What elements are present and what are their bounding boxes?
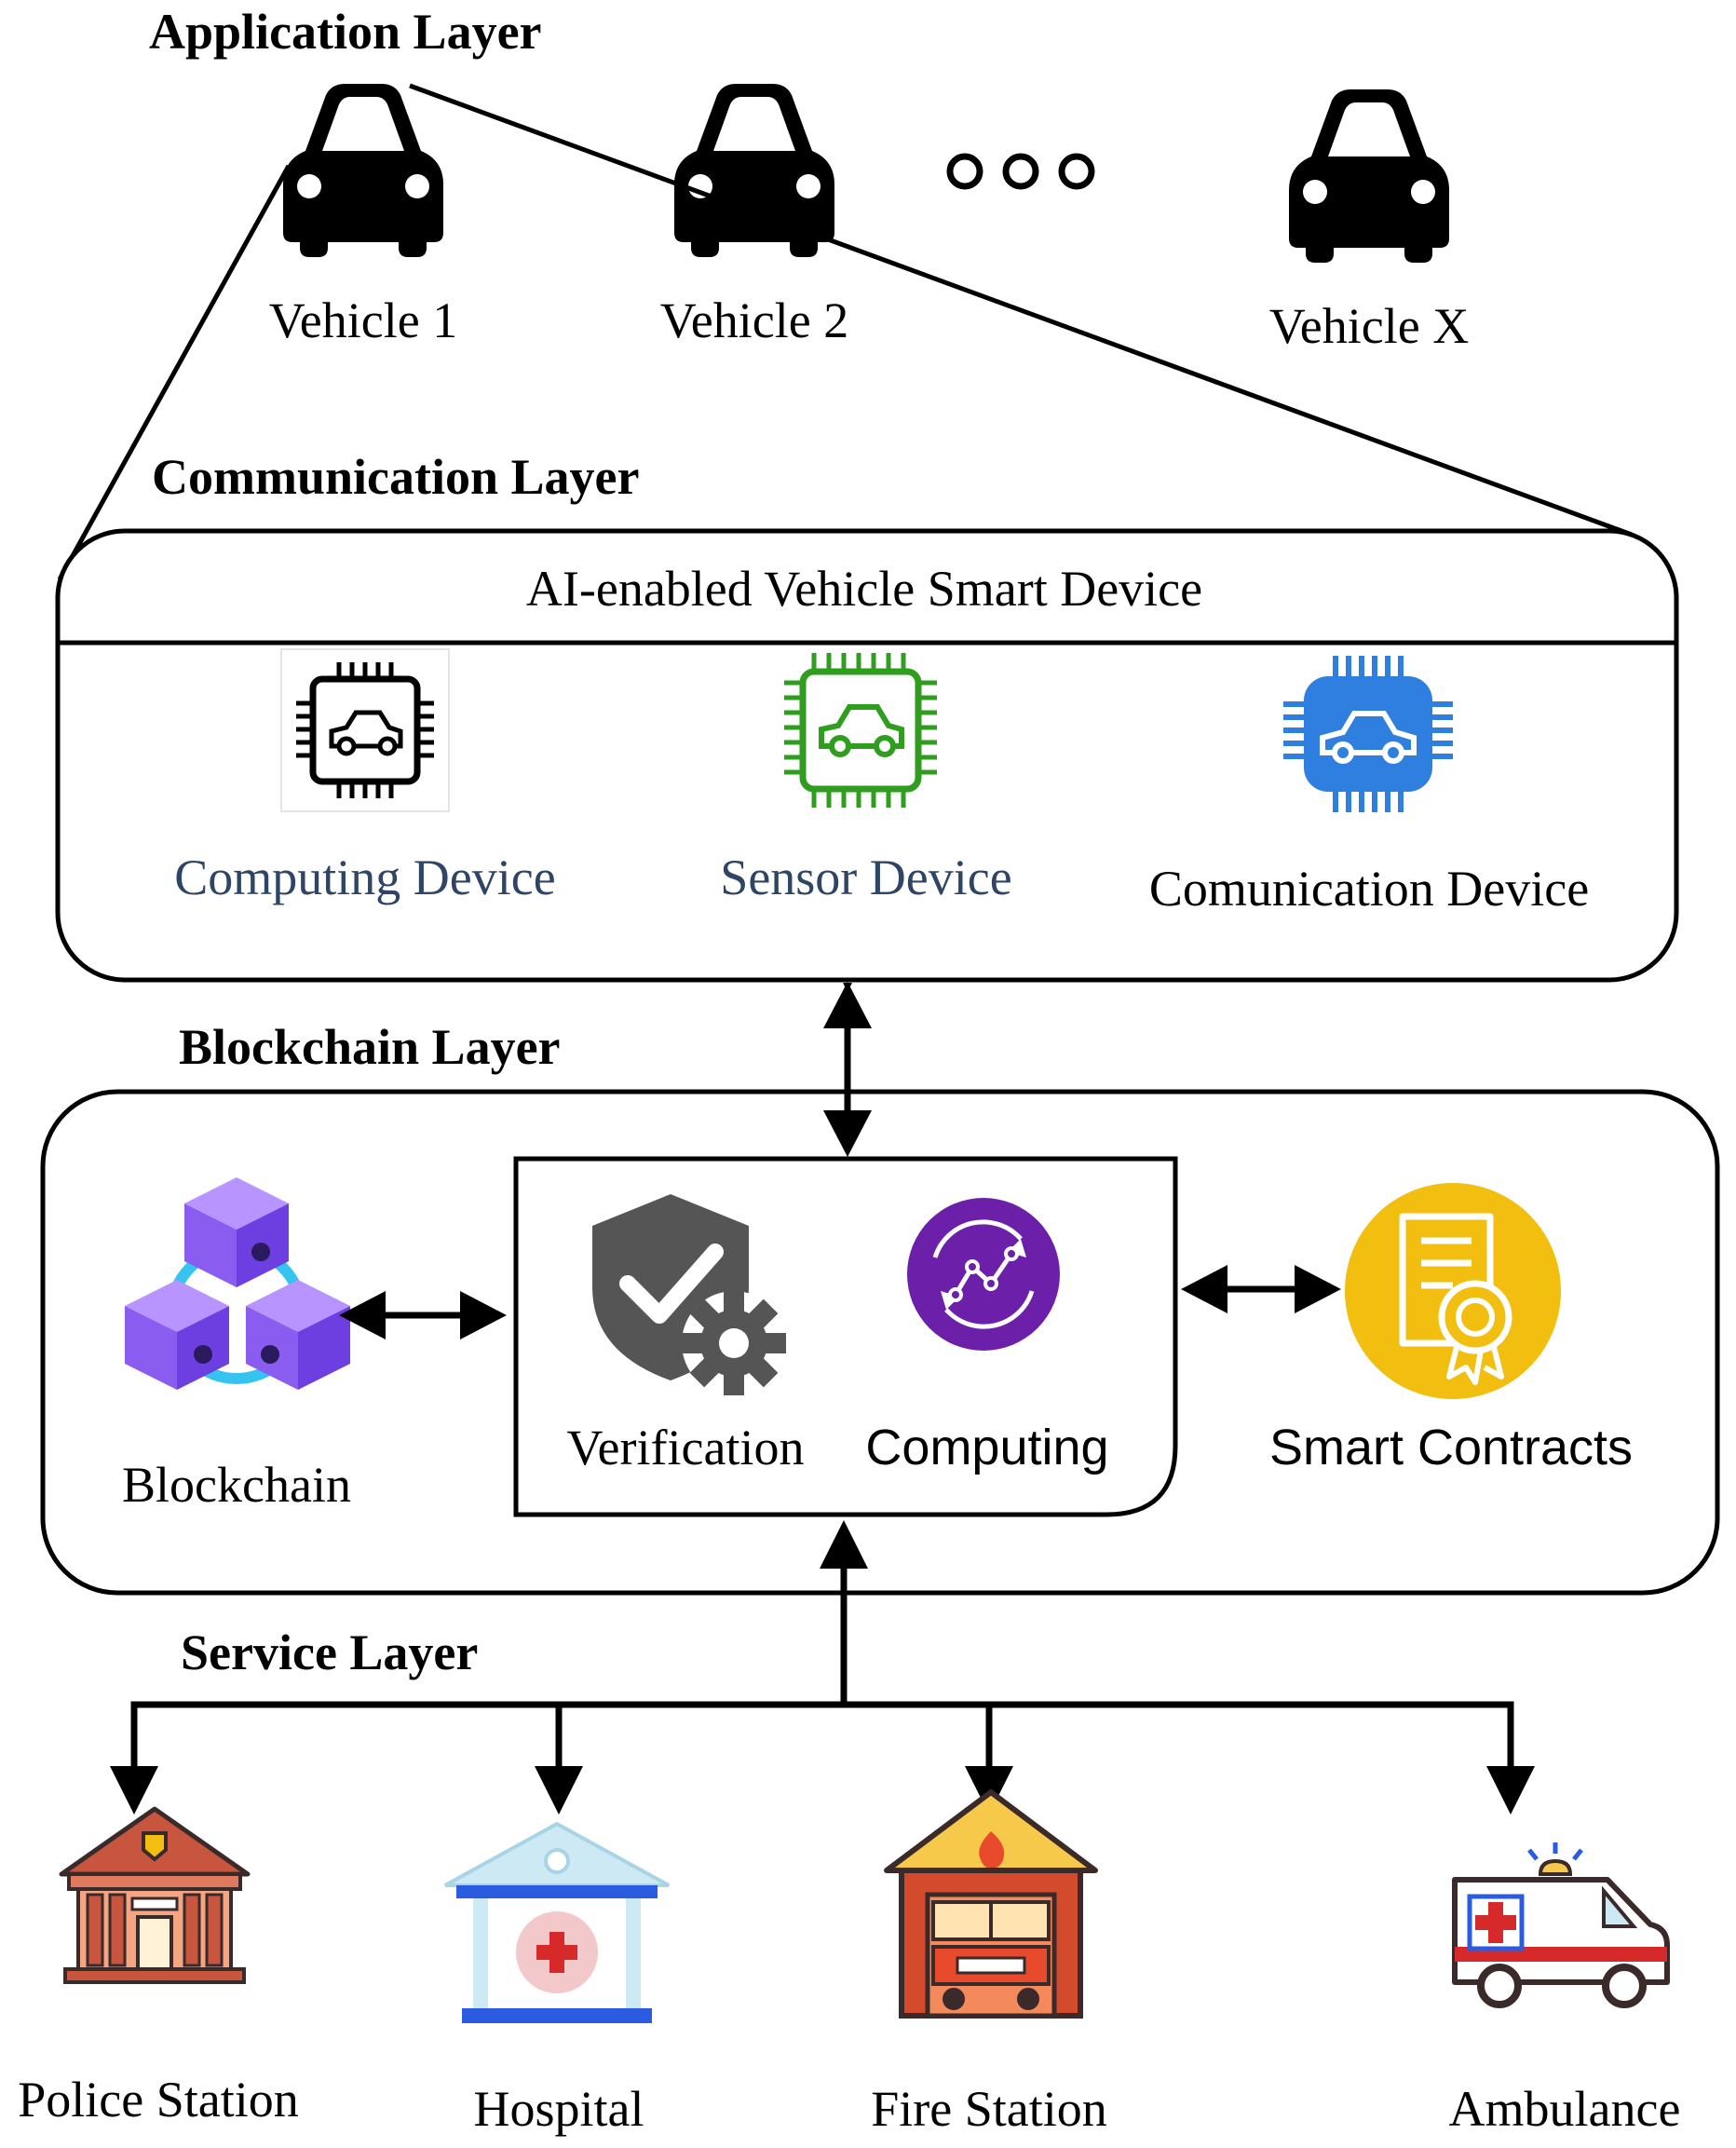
ambulance-icon — [1452, 1842, 1670, 2008]
blockchain-layer-panel — [40, 1089, 1720, 1596]
blockchain-cubes-icon — [125, 1177, 350, 1390]
car-icon — [283, 84, 443, 257]
computing-label: Computing — [865, 1420, 1108, 1475]
sensor-chip-icon — [784, 653, 937, 808]
ellipsis-icon — [946, 153, 1095, 190]
sensor-device-label: Sensor Device — [720, 850, 1011, 905]
ambulance-label: Ambulance — [1449, 2081, 1681, 2137]
fire-station-label: Fire Station — [871, 2081, 1107, 2137]
computing-device-label: Computing Device — [174, 850, 555, 905]
blockchain-layer-title: Blockchain Layer — [179, 1019, 561, 1075]
arrowhead — [339, 1291, 386, 1339]
communication-chip-icon — [1283, 656, 1453, 812]
arrowhead — [1486, 1766, 1535, 1815]
service-distribution-line — [130, 1701, 1514, 1770]
computing-analytics-icon — [907, 1198, 1060, 1351]
arrowhead — [1181, 1265, 1227, 1313]
vehicle-1-label: Vehicle 1 — [269, 292, 457, 348]
smart-device-title: AI-enabled Vehicle Smart Device — [526, 561, 1202, 617]
arrowhead — [110, 1766, 158, 1815]
arrowhead — [823, 982, 872, 1028]
application-layer-title: Application Layer — [149, 4, 542, 60]
zoom-line-left — [57, 164, 292, 581]
vehicle-x-label: Vehicle X — [1269, 298, 1469, 354]
police-station-icon — [59, 1806, 251, 1984]
shield-gear-icon — [592, 1194, 786, 1395]
arrowhead — [1295, 1265, 1341, 1313]
smart-contract-icon — [1345, 1183, 1561, 1399]
communication-device-label: Comunication Device — [1149, 861, 1589, 917]
car-icon — [674, 84, 834, 257]
vehicle-2-label: Vehicle 2 — [660, 292, 848, 348]
car-icon — [1289, 89, 1449, 263]
verification-label: Verification — [567, 1420, 805, 1475]
hospital-label: Hospital — [474, 2081, 644, 2137]
cpu-chip-icon — [280, 648, 450, 812]
blockchain-label: Blockchain — [122, 1457, 351, 1513]
arrowhead — [460, 1291, 507, 1339]
service-layer-title: Service Layer — [181, 1625, 478, 1680]
smart-contracts-label: Smart Contracts — [1269, 1420, 1633, 1475]
zoom-line-right — [409, 83, 1633, 537]
fire-station-icon — [884, 1789, 1098, 2019]
arrowhead — [820, 1520, 868, 1569]
police-station-label: Police Station — [18, 2072, 298, 2128]
arrowhead — [823, 1110, 872, 1157]
communication-layer-title: Communication Layer — [152, 449, 639, 505]
hospital-icon — [444, 1821, 670, 2023]
arrowhead — [535, 1766, 583, 1815]
